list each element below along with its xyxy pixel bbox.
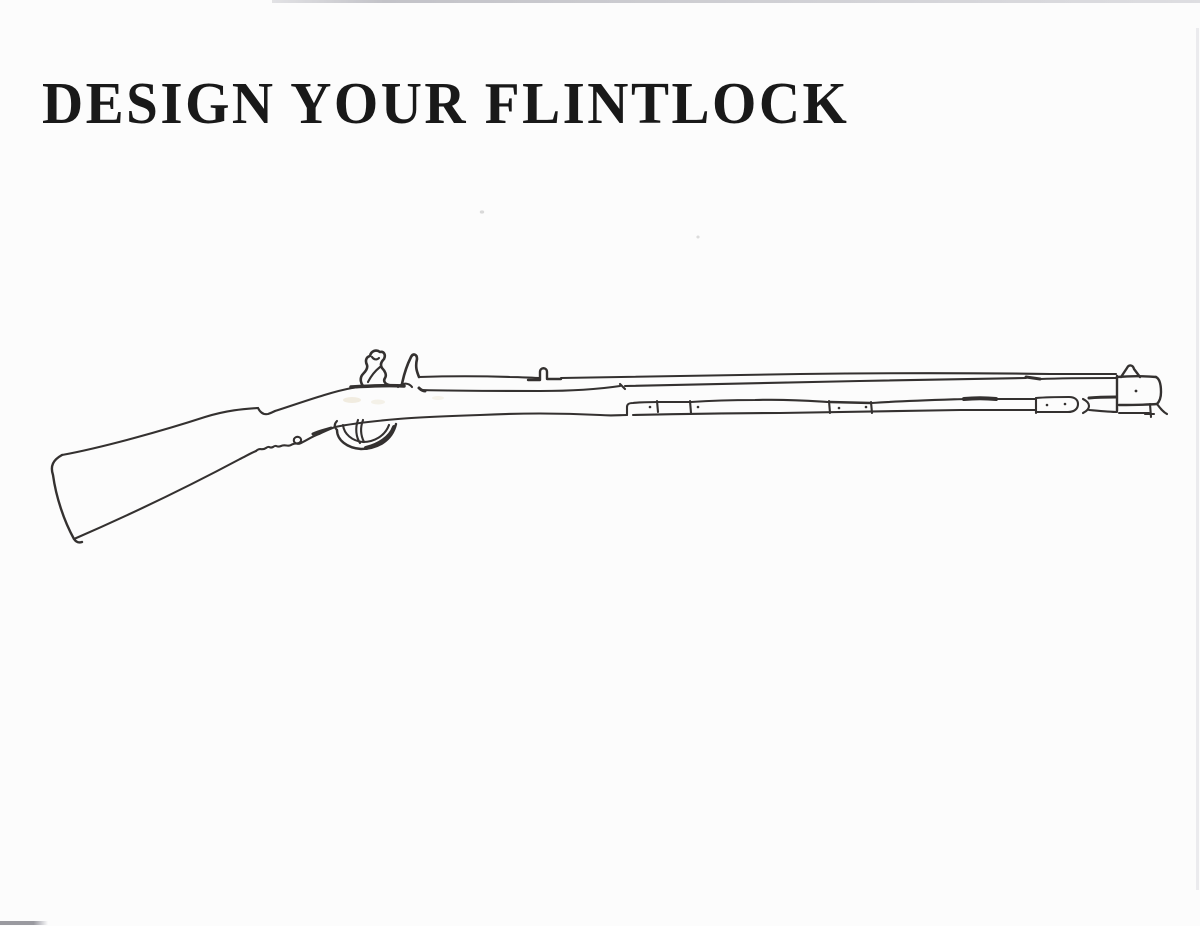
scan-smudges (343, 210, 700, 405)
barrel (417, 372, 1118, 393)
scan-edge-artifact-bottom-left (0, 921, 48, 925)
rear-sight (526, 367, 563, 382)
trigger-squiggle (254, 425, 337, 453)
muzzle-cap (1115, 374, 1169, 419)
ramrod-entry-pipe (625, 400, 660, 417)
lock-pan (349, 383, 406, 389)
comb-notch (256, 406, 277, 416)
scan-edge-artifact-right (1196, 28, 1199, 890)
forestock (625, 395, 1151, 417)
butt-plate (50, 453, 84, 544)
buttstock (60, 384, 365, 541)
trigger (355, 418, 366, 445)
scan-edge-artifact-top (272, 0, 1200, 3)
page-title: DESIGN YOUR FLINTLOCK (42, 71, 850, 137)
frizzen (396, 353, 421, 389)
front-ramrod-pipe (1034, 395, 1091, 415)
trigger-guard (333, 419, 398, 451)
stock-underside (333, 412, 629, 429)
front-sight (1119, 364, 1142, 379)
flintlock-cock (359, 349, 391, 388)
ramrod-pipe (827, 399, 874, 415)
